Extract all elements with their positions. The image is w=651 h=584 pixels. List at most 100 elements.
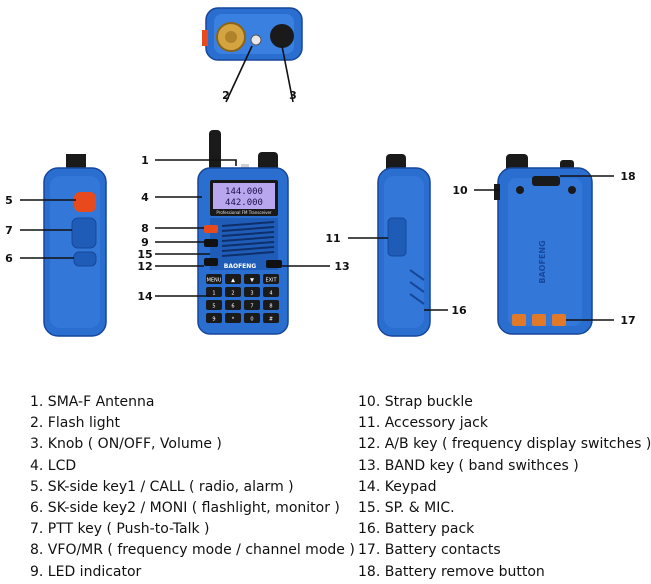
- keypad-key-label: 4: [269, 291, 272, 297]
- legend-item: 15. SP. & MIC.: [358, 499, 455, 516]
- keypad-key: [244, 274, 260, 284]
- legend-item: 2. Flash light: [30, 415, 120, 432]
- callout-8: 8: [141, 222, 149, 235]
- keypad-key-label: 2: [231, 291, 234, 297]
- sk-key1-left: [74, 192, 96, 212]
- callout-3: 3: [289, 89, 297, 102]
- legend-item: 17. Battery contacts: [358, 542, 501, 559]
- sk-key2-left: [73, 251, 97, 267]
- battery-pack-back: [508, 178, 582, 326]
- radio-front-view: 144.000 442.000 Professional FM Transcei…: [197, 130, 289, 335]
- ab-key: [204, 258, 218, 266]
- legend-item: 18. Battery remove button: [358, 563, 545, 580]
- lcd-brand-strip: Professional FM Transceiver: [216, 210, 272, 215]
- callout-6: 6: [5, 252, 13, 265]
- keypad-key: [244, 313, 260, 323]
- leader-lines: [20, 45, 614, 321]
- callout-10: 10: [452, 184, 468, 197]
- legend-item: 16. Battery pack: [358, 521, 475, 538]
- keypad-key: [206, 287, 222, 297]
- speaker-grille-line: [221, 251, 275, 257]
- keypad-key: [263, 300, 279, 310]
- keypad-key-label: 3: [250, 291, 253, 297]
- speaker-grille-line: [221, 241, 275, 247]
- radio-right-side-view: [377, 154, 431, 337]
- keypad-key-label: 8: [269, 304, 272, 310]
- radio-left-side-view: [43, 154, 107, 337]
- battery-contact: [512, 314, 526, 326]
- keypad-key-label: 7: [250, 304, 253, 310]
- lcd-screen: [213, 183, 275, 209]
- callout-5: 5: [5, 194, 13, 207]
- callout-17: 17: [620, 314, 635, 327]
- legend-item: 7. PTT key ( Push-to-Talk ): [30, 521, 210, 538]
- band-key: [266, 260, 282, 268]
- callout-15: 15: [137, 248, 152, 261]
- keypad-key: [225, 313, 241, 323]
- keypad-key: [244, 287, 260, 297]
- callout-2: 2: [222, 89, 230, 102]
- callout-4: 4: [141, 191, 149, 204]
- radio-back-view: BAOFENG: [494, 154, 593, 335]
- callout-1: 1: [141, 154, 149, 167]
- battery-remove-button: [532, 176, 560, 186]
- radio-diagram: 144.000 442.000 Professional FM Transcei…: [5, 7, 636, 337]
- callout-16: 16: [451, 304, 467, 317]
- legend-item: 3. Knob ( ON/OFF, Volume ): [30, 436, 222, 453]
- callout-18: 18: [620, 170, 635, 183]
- keypad-key: [244, 300, 260, 310]
- speaker-grille-line: [221, 236, 275, 242]
- keypad-key-label: 1: [212, 291, 215, 297]
- keypad-key-label: 6: [231, 304, 234, 310]
- keypad-key: [206, 300, 222, 310]
- legend-item: 4. LCD: [30, 457, 77, 474]
- knob-top: [270, 24, 294, 48]
- legend-item: 1. SMA-F Antenna: [30, 394, 155, 410]
- keypad-key-label: 9: [212, 317, 215, 323]
- keypad-key: [263, 313, 279, 323]
- keypad-key-label: MENU: [207, 278, 222, 284]
- battery-contact: [532, 314, 546, 326]
- brand-front: BAOFENG: [224, 263, 257, 270]
- callout-9: 9: [141, 236, 149, 249]
- legend-item: 13. BAND key ( band swithces ): [358, 457, 579, 474]
- keypad-key-label: *: [232, 317, 235, 323]
- callout-14: 14: [137, 290, 153, 303]
- speaker-grille-line: [221, 226, 275, 232]
- legend-item: 14. Keypad: [358, 478, 437, 495]
- keypad: MENU ▲ ▼ EXIT 1 2 3 4 5 6 7 8 9 * 0 #: [206, 274, 279, 323]
- antenna-front: [209, 130, 221, 176]
- legend-item: 12. A/B key ( frequency display switches…: [358, 436, 651, 453]
- keypad-key-label: ▼: [250, 278, 254, 284]
- keypad-key-label: 5: [212, 304, 215, 310]
- legend-item: 5. SK-side key1 / CALL ( radio, alarm ): [30, 478, 294, 495]
- callout-11: 11: [325, 232, 340, 245]
- keypad-key-label: #: [269, 317, 273, 323]
- legend-item: 9. LED indicator: [30, 563, 142, 580]
- keypad-key: [263, 287, 279, 297]
- keypad-key-label: 0: [250, 317, 253, 323]
- accessory-jack-cover: [387, 217, 407, 257]
- lcd-line-2: 442.000: [225, 198, 263, 208]
- legend-item: 10. Strap buckle: [358, 394, 473, 410]
- ptt-left: [71, 217, 97, 249]
- flashlight-top: [250, 34, 262, 46]
- vfo-mr-key: [204, 225, 218, 233]
- callout-12: 12: [137, 260, 152, 273]
- callout-13: 13: [334, 260, 349, 273]
- legend-item: 6. SK-side key2 / MONI ( flashlight, mon…: [30, 499, 340, 516]
- keypad-key-label: ▲: [231, 278, 235, 284]
- radio-top-view: [202, 7, 303, 61]
- keypad-key: [225, 287, 241, 297]
- speaker-grille-line: [221, 221, 275, 227]
- legend-left-column: 1. SMA-F Antenna 2. Flash light 3. Knob …: [30, 392, 355, 583]
- keypad-key-label: EXIT: [265, 278, 277, 284]
- speaker-grille: [221, 221, 275, 257]
- legend-right-column: 10. Strap buckle 11. Accessory jack 12. …: [358, 392, 651, 583]
- keypad-key: [206, 313, 222, 323]
- callout-7: 7: [5, 224, 13, 237]
- legend-item: 8. VFO/MR ( frequency mode / channel mod…: [30, 542, 355, 559]
- keypad-key: [225, 300, 241, 310]
- keypad-key: [263, 274, 279, 284]
- brand-back: BAOFENG: [538, 240, 547, 283]
